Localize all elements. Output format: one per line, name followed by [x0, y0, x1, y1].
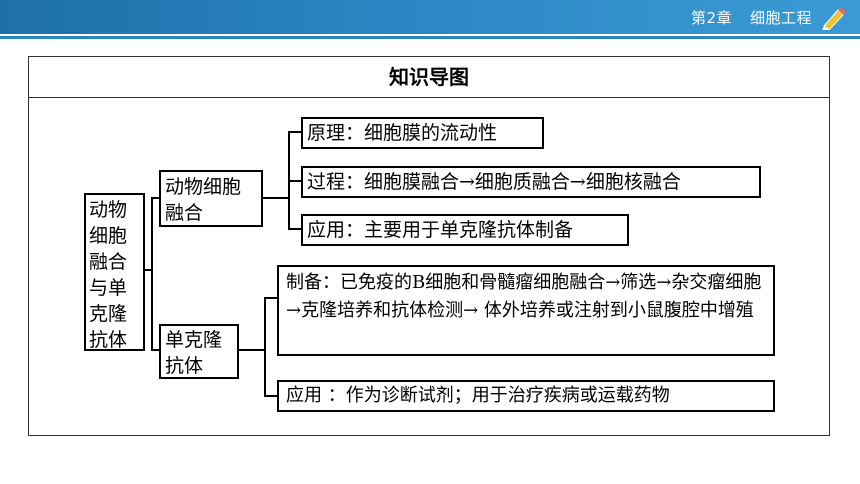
connector: [151, 349, 160, 351]
leaf-node-fusion-application: 应用：主要用于单克隆抗体制备: [301, 214, 629, 246]
connector: [288, 228, 302, 230]
chapter-heading: 第2章细胞工程: [691, 7, 812, 28]
leaf-node-antibody-application: 应用 ：作为诊断试剂；用于治疗疾病或运载药物: [277, 380, 775, 412]
leaf-node-preparation: 制备：已免疫的B细胞和骨髓瘤细胞融合→筛选→杂交瘤细胞→克隆培养和抗体检测→ 体…: [277, 265, 775, 356]
header-divider: [0, 36, 860, 39]
header-bar: [0, 0, 860, 34]
connector: [151, 197, 153, 350]
leaf-node-process: 过程：细胞膜融合→细胞质融合→细胞核融合: [301, 166, 761, 198]
connector: [264, 297, 266, 396]
root-node: 动物细胞融合与单克隆抗体: [84, 193, 145, 351]
mindmap-frame: [28, 56, 830, 436]
branch-node-monoclonal-antibody: 单克隆抗体: [159, 324, 239, 379]
connector: [288, 180, 302, 182]
leaf-node-principle: 原理：细胞膜的流动性: [301, 117, 544, 149]
connector: [151, 197, 160, 199]
connector: [262, 197, 289, 199]
connector: [144, 269, 152, 271]
connector: [288, 131, 302, 133]
connector: [264, 297, 278, 299]
connector: [264, 395, 278, 397]
pencil-icon: [822, 7, 846, 30]
mindmap-title: 知识导图: [28, 56, 830, 98]
section-title: 细胞工程: [749, 9, 812, 27]
chapter-number: 第2章: [690, 9, 732, 27]
connector: [238, 349, 265, 351]
branch-node-cell-fusion: 动物细胞融合: [159, 170, 263, 227]
